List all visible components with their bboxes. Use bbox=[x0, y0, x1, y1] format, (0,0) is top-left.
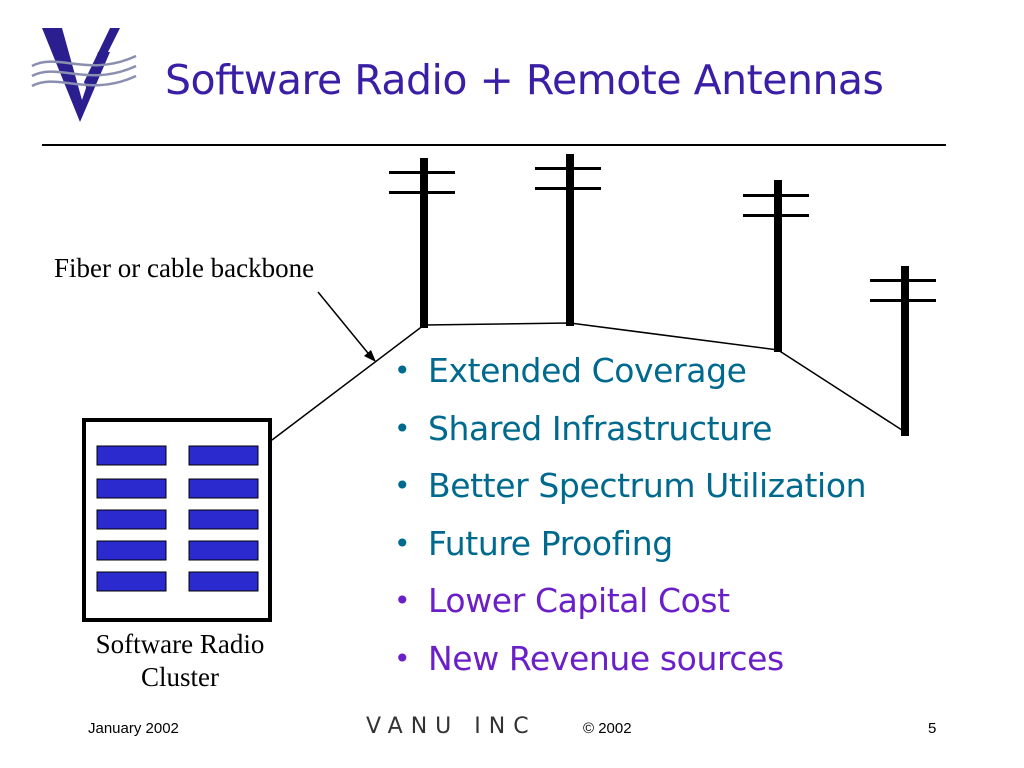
antenna-pole-1 bbox=[389, 158, 455, 328]
backbone-label: Fiber or cable backbone bbox=[54, 253, 315, 283]
rack-slot bbox=[96, 478, 167, 499]
rack-slot bbox=[188, 445, 259, 466]
bullet-dot-icon: • bbox=[394, 411, 411, 445]
footer-page-number: 5 bbox=[928, 720, 937, 737]
bullet-item: • Better Spectrum Utilization bbox=[394, 463, 867, 521]
rack-slot bbox=[96, 540, 167, 561]
bullet-item: • New Revenue sources bbox=[394, 636, 866, 694]
bullet-text: Extended Coverage bbox=[428, 351, 747, 390]
vanu-logo-icon bbox=[31, 28, 137, 122]
software-radio-cluster bbox=[82, 418, 272, 622]
title-divider bbox=[42, 144, 946, 146]
antenna-pole-4 bbox=[870, 266, 936, 436]
bullet-dot-icon: • bbox=[394, 584, 411, 617]
bullet-item: • Lower Capital Cost bbox=[394, 578, 866, 636]
bullet-text: Shared Infrastructure bbox=[428, 408, 773, 448]
page-title: Software Radio + Remote Antennas bbox=[165, 56, 884, 104]
rack-slot bbox=[188, 509, 259, 530]
bullet-text: New Revenue sources bbox=[428, 638, 784, 678]
antenna-pole-3 bbox=[743, 180, 809, 352]
bullet-text: Future Proofing bbox=[428, 523, 673, 563]
bullet-dot-icon: • bbox=[394, 526, 411, 560]
cluster-label-line1: Software Radio bbox=[95, 629, 265, 659]
callout-arrow-line bbox=[317, 291, 373, 359]
footer-date: January 2002 bbox=[88, 720, 179, 737]
bullet-dot-icon: • bbox=[394, 469, 411, 502]
callout-arrowhead bbox=[364, 350, 376, 362]
rack-slot bbox=[96, 445, 167, 466]
rack-slot bbox=[96, 571, 167, 592]
bullet-item: • Extended Coverage bbox=[394, 348, 866, 406]
rack-slot bbox=[188, 571, 259, 592]
bullet-item: • Shared Infrastructure bbox=[394, 406, 866, 464]
bullet-item: • Future Proofing bbox=[394, 521, 866, 579]
rack-slot bbox=[188, 478, 259, 499]
cluster-label-line2: Cluster bbox=[141, 662, 219, 692]
cluster-label: Software Radio Cluster bbox=[58, 628, 302, 694]
bullet-text: Lower Capital Cost bbox=[428, 581, 730, 620]
rack-slot bbox=[96, 509, 167, 530]
bullet-text: Better Spectrum Utilization bbox=[428, 466, 867, 505]
benefits-list: • Extended Coverage • Shared Infrastructur… bbox=[394, 348, 867, 694]
rack-slot bbox=[188, 540, 259, 561]
footer-copyright: © 2002 bbox=[583, 720, 632, 737]
antenna-pole-2 bbox=[535, 154, 601, 326]
bullet-dot-icon: • bbox=[394, 641, 411, 675]
footer-company: VANU INC bbox=[366, 714, 537, 739]
bullet-dot-icon: • bbox=[394, 354, 411, 387]
